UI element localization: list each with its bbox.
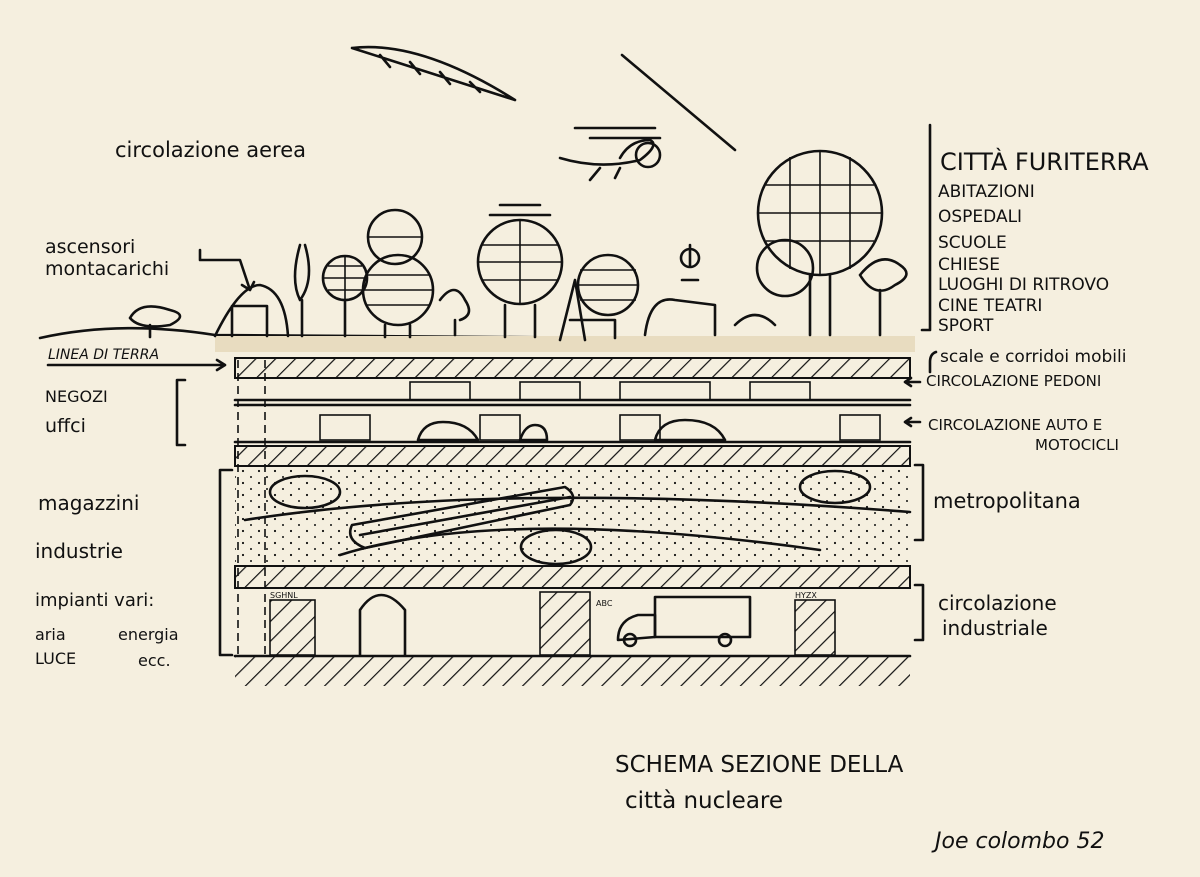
surface-item: OSPEDALI: [938, 207, 1022, 227]
label-plants-light: LUCE: [35, 649, 76, 668]
section-strata: [233, 357, 912, 686]
caption-line-2: città nucleare: [625, 788, 783, 814]
label-pedestrians: CIRCOLAZIONE PEDONI: [926, 372, 1101, 390]
label-metro: metropolitana: [933, 489, 1081, 513]
sign-text: ABC: [596, 599, 613, 608]
surface-item: CHIESE: [938, 255, 1000, 275]
surface-item: CINE TEATRI: [938, 296, 1042, 316]
surface-item: SCUOLE: [938, 233, 1007, 253]
surface-item: LUOGHI DI RITROVO: [938, 275, 1109, 295]
label-offices: uffci: [45, 415, 86, 437]
label-plants: impianti vari:: [35, 590, 154, 611]
label-shops: NEGOZI: [45, 387, 108, 406]
signature: Joe colombo 52: [931, 829, 1104, 854]
surface-item: SPORT: [938, 316, 994, 336]
label-lifts-1: ascensori: [45, 236, 135, 258]
truck-icon: [616, 595, 752, 648]
label-plants-etc: ecc.: [138, 651, 171, 670]
sign-text: HYZX: [795, 591, 817, 600]
caption-line-1: SCHEMA SEZIONE DELLA: [615, 752, 904, 778]
label-lifts-2: montacarichi: [45, 258, 169, 280]
glider-icon: [350, 45, 517, 102]
helicopter-icon: [558, 126, 662, 182]
label-industries: industrie: [35, 539, 123, 563]
surface-item: ABITAZIONI: [938, 182, 1035, 202]
label-warehouses: magazzini: [38, 491, 139, 515]
label-stairs: scale e corridoi mobili: [940, 347, 1126, 367]
surface-title: CITTÀ FURITERRA: [940, 147, 1149, 176]
sky-label: circolazione aerea: [115, 138, 306, 162]
label-plants-energy: energia: [118, 625, 179, 644]
label-ground-line: LINEA DI TERRA: [48, 347, 159, 363]
label-industrial-1: circolazione: [938, 591, 1057, 615]
metro-train-icon: [348, 485, 575, 550]
surface-city: [38, 149, 915, 352]
jet-streak: [620, 53, 737, 152]
label-cars-2: MOTOCICLI: [1035, 436, 1119, 454]
label-plants-air: aria: [35, 625, 66, 644]
sign-text: SGHNL: [270, 591, 298, 600]
brackets: [46, 123, 938, 657]
label-industrial-2: industriale: [942, 616, 1048, 640]
label-cars-1: CIRCOLAZIONE AUTO E: [928, 416, 1102, 434]
